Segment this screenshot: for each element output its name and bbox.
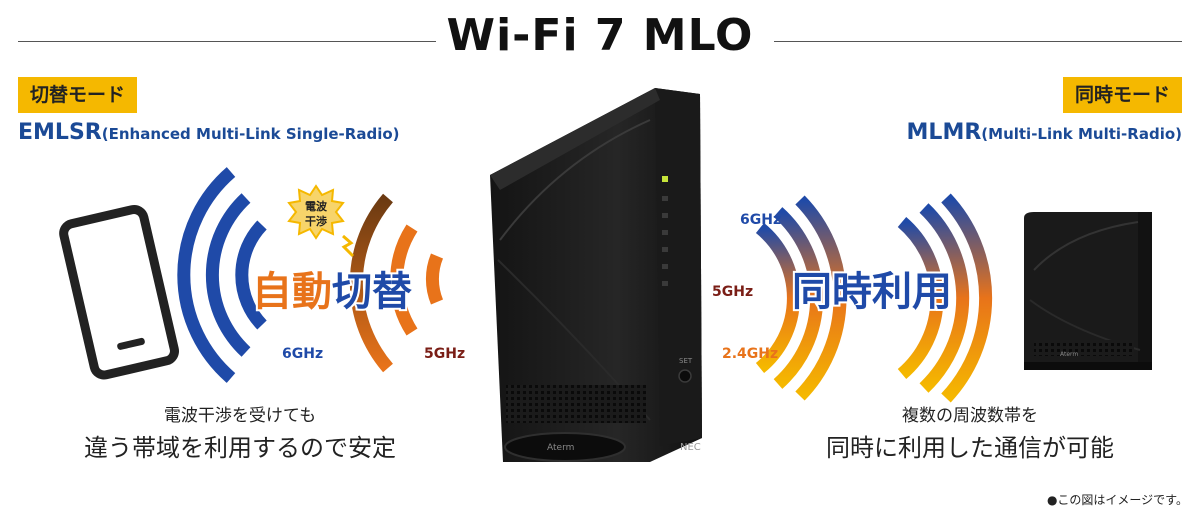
left-caption-line2: 違う帯域を利用するので安定 <box>84 434 396 462</box>
wave-right-inner <box>755 222 800 374</box>
wave-5ghz-middle <box>390 224 418 336</box>
wave-right-2 <box>773 207 824 389</box>
wave-6ghz-outer <box>177 167 236 383</box>
router-brand-label: NEC <box>680 442 701 453</box>
wave-5ghz-outer <box>349 193 393 373</box>
wave-right-5 <box>919 203 970 393</box>
switch-label: 切替 <box>332 269 412 315</box>
right-caption-line1: 複数の周波数帯を <box>902 406 1038 426</box>
mlmr-full: (Multi-Link Multi-Radio) <box>981 125 1182 143</box>
wave-right-4 <box>897 217 944 379</box>
right-caption-line2: 同時に利用した通信が可能 <box>826 434 1114 462</box>
interference-burst-icon: 電波 干渉 <box>287 184 355 258</box>
smartphone-icon <box>59 205 179 380</box>
left-caption-line1: 電波干渉を受けても <box>163 406 317 426</box>
mlmr-mode-name: MLMR(Multi-Link Multi-Radio) <box>907 120 1182 145</box>
interference-label-1: 電波 <box>305 199 328 213</box>
mlmr-abbr: MLMR <box>906 120 982 145</box>
small-router-image: Aterm <box>1024 212 1152 370</box>
emlsr-abbr: EMLSR <box>18 120 102 145</box>
title-rule-left <box>18 41 436 42</box>
small-router-model-label: Aterm <box>1060 351 1078 358</box>
simultaneous-use-label: 同時利用 <box>792 269 952 315</box>
page-title: Wi-Fi 7 MLO <box>446 10 754 61</box>
right-band-6ghz-label: 6GHz <box>740 212 781 228</box>
title-rule-right <box>774 41 1182 42</box>
wave-6ghz-inner <box>235 220 267 330</box>
left-band-5ghz-label: 5GHz <box>424 346 465 362</box>
wave-right-3 <box>795 195 847 401</box>
switch-mode-badge: 切替モード <box>18 77 138 113</box>
right-band-24ghz-label: 2.4GHz <box>722 346 778 362</box>
wave-right-6 <box>941 193 993 403</box>
left-band-6ghz-label: 6GHz <box>282 346 323 362</box>
wave-6ghz-middle <box>205 193 251 357</box>
router-model-label: Aterm <box>547 443 574 453</box>
router-image: SET Aterm NEC <box>490 88 702 462</box>
auto-label: 自動 <box>252 269 332 315</box>
wave-5ghz-inner <box>425 253 444 305</box>
simultaneous-mode-badge: 同時モード <box>1062 77 1182 113</box>
emlsr-full: (Enhanced Multi-Link Single-Radio) <box>101 125 400 143</box>
image-footnote: ●この図はイメージです。 <box>1046 493 1188 507</box>
right-band-5ghz-label: 5GHz <box>712 284 753 300</box>
emlsr-mode-name: EMLSR(Enhanced Multi-Link Single-Radio) <box>18 120 400 145</box>
interference-label-2: 干渉 <box>305 214 327 228</box>
router-set-label: SET <box>679 357 693 365</box>
